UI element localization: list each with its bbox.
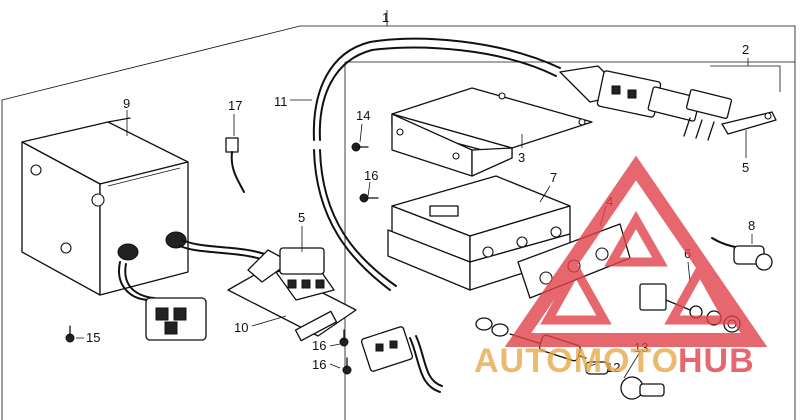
callout-5-right: 5 (742, 160, 749, 175)
callout-16-top: 16 (364, 168, 378, 183)
connector-part-2 (559, 65, 733, 141)
callout-7: 7 (550, 170, 557, 185)
screw-part-16-top (359, 193, 379, 203)
callout-12: 12 (606, 360, 620, 375)
control-box-part-9 (21, 117, 271, 341)
watermark-text-automoto: AUTOMOTO (474, 342, 679, 380)
watermark-text-hub: HUB (678, 342, 755, 380)
watermark-logo-icon (504, 155, 768, 347)
callout-14: 14 (356, 108, 370, 123)
lamp-part-13 (620, 376, 665, 400)
callout-3: 3 (518, 150, 525, 165)
callout-8: 8 (748, 218, 755, 233)
wire-harness-part-11 (312, 37, 561, 393)
lamp-socket-part-8 (711, 237, 773, 271)
callout-2: 2 (742, 42, 749, 57)
callout-1: 1 (382, 10, 389, 25)
watermark: AUTOMOTO HUB (474, 155, 768, 380)
wire-clip-part-17 (225, 137, 245, 193)
screw-part-15 (65, 325, 75, 343)
screw-part-16-left (339, 329, 352, 375)
connector-part-5 (275, 247, 335, 301)
callout-9: 9 (123, 96, 130, 111)
bracket-part-3 (391, 87, 593, 177)
screw-part-14 (351, 142, 369, 152)
callout-15: 15 (86, 330, 100, 345)
callout-10: 10 (234, 320, 248, 335)
callout-17: 17 (228, 98, 242, 113)
bracket-part-5-right (721, 111, 777, 135)
callouts: 1 2 3 4 5 5 6 7 8 9 10 11 12 13 14 15 16… (86, 10, 755, 375)
callout-16-mid: 16 (312, 338, 326, 353)
leader-lines (76, 58, 781, 379)
callout-16-bottom: 16 (312, 357, 326, 372)
callout-5-left: 5 (298, 210, 305, 225)
callout-11: 11 (274, 94, 288, 109)
assembly-frame (1, 10, 796, 420)
